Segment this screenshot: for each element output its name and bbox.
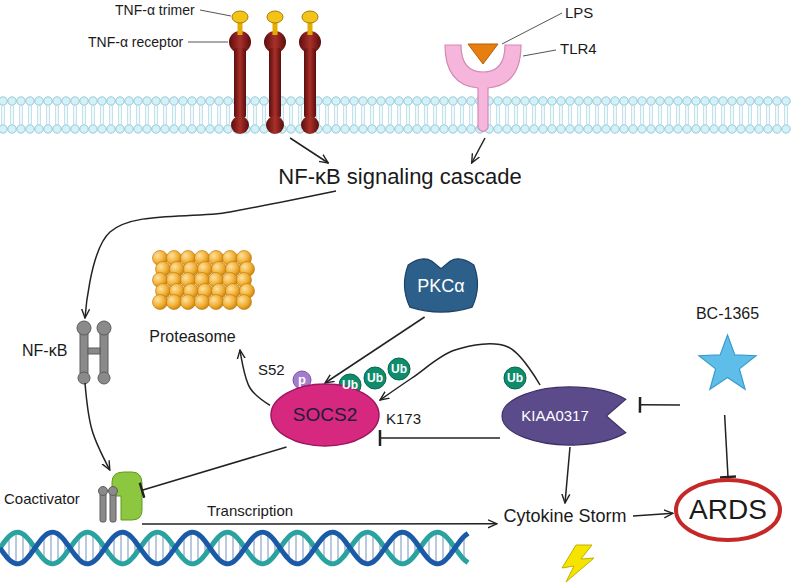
nfkb-group: NF-κB (20, 318, 120, 383)
node-label: NF-κB (22, 342, 67, 360)
tlr4-group: LPS TLR4 (425, 0, 625, 138)
ubiquitin-mark: Ub (360, 369, 390, 387)
node-label: NF-κB signaling cascade (278, 164, 521, 189)
tnf-receptor-group: TNF-α trimerTNF-α receptor (80, 0, 335, 138)
node-label: Coactivator (4, 490, 80, 507)
disease-ellipse: ARDS (673, 477, 783, 543)
protein-ellipse: SOCS2 (270, 383, 380, 447)
lightning-bolt (562, 545, 594, 582)
arrow-connector (85, 191, 336, 318)
cell-membrane (0, 97, 790, 133)
inhibition-connector (640, 404, 680, 406)
arrow-connector (633, 513, 673, 516)
ubiquitin-mark: Ub (335, 376, 365, 394)
pathway-heading: NF-κB signaling cascade (272, 163, 528, 191)
edge-label: Transcription (205, 502, 295, 519)
node-label: KIAA0317 (521, 407, 589, 424)
inhibition-connector (142, 447, 287, 490)
arrow-connector (142, 523, 497, 525)
arrow-connector (565, 447, 570, 503)
node-label: TNF-α trimer (115, 2, 195, 18)
inhibition-connector (380, 437, 500, 439)
drug-star: BC-1365 (680, 305, 775, 415)
kinase-shape: PKCα (400, 255, 482, 317)
arrow-connector (472, 138, 485, 163)
nfkb-dimer (77, 321, 111, 384)
arrow-connector (380, 344, 540, 400)
ubiquitin-mark: Ub (500, 369, 530, 387)
tnf-receptors (188, 10, 321, 134)
arrow-connector (290, 138, 328, 163)
outcome-text: Cytokine Storm (497, 503, 633, 529)
proteasome-icon (153, 251, 255, 310)
coactivator-icon (99, 472, 143, 522)
site-label: K173 (386, 410, 421, 427)
ligase-shape: KIAA0317 (500, 385, 640, 447)
node-label: TNF-α receptor (88, 34, 183, 50)
coactivator-group: Coactivator (2, 470, 142, 526)
node-label: LPS (565, 4, 593, 21)
site-label: S52 (258, 361, 285, 378)
phospho-mark: p (287, 371, 317, 389)
node-label: BC-1365 (680, 305, 775, 323)
dna-helix (0, 532, 468, 564)
tlr4-receptor (445, 13, 562, 132)
node-label: Cytokine Storm (503, 506, 626, 527)
inhibition-connector (725, 415, 728, 477)
node-label: Proteasome (130, 328, 255, 346)
node-label: TLR4 (560, 40, 597, 57)
proteasome-group: Proteasome (130, 240, 255, 350)
node-label: ARDS (689, 494, 767, 526)
arrow-connector (85, 383, 110, 470)
ubiquitin-mark: Ub (384, 360, 414, 378)
node-label: SOCS2 (293, 404, 357, 426)
node-label: PKCα (417, 276, 464, 297)
